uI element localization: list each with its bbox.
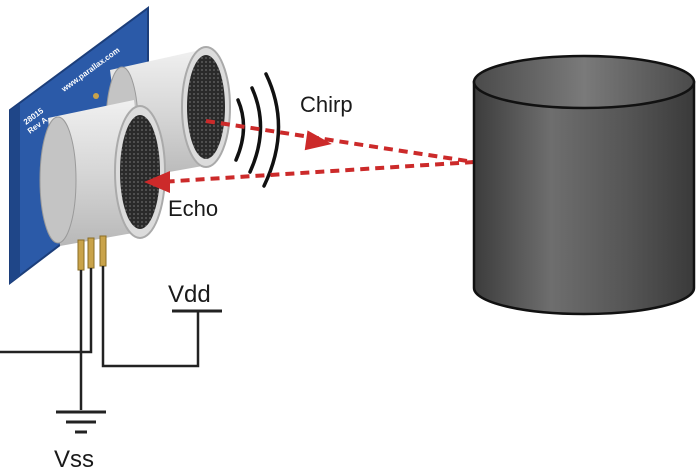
echo-label: Echo [168,196,218,221]
ground-icon [56,410,106,434]
vdd-label: Vdd [168,281,211,308]
chirp-signal [205,119,475,164]
vdd-wire [101,266,200,368]
chirp-path [205,119,475,164]
target-cylinder [472,54,696,316]
chirp-label: Chirp [300,92,353,117]
vss-label: Vss [54,446,94,473]
receiver-transducer [39,100,166,246]
receiver-mesh [120,115,160,229]
sensor-pins [77,235,107,271]
echo-signal [144,160,475,193]
transmitter-mesh [187,55,225,159]
board-mounting-hole [93,93,99,99]
sound-wave-arcs [234,72,281,188]
echo-arrow [144,171,170,193]
wiring [0,266,222,410]
signal-wire [0,268,93,354]
echo-path [159,160,475,184]
chirp-arrow [304,130,332,151]
